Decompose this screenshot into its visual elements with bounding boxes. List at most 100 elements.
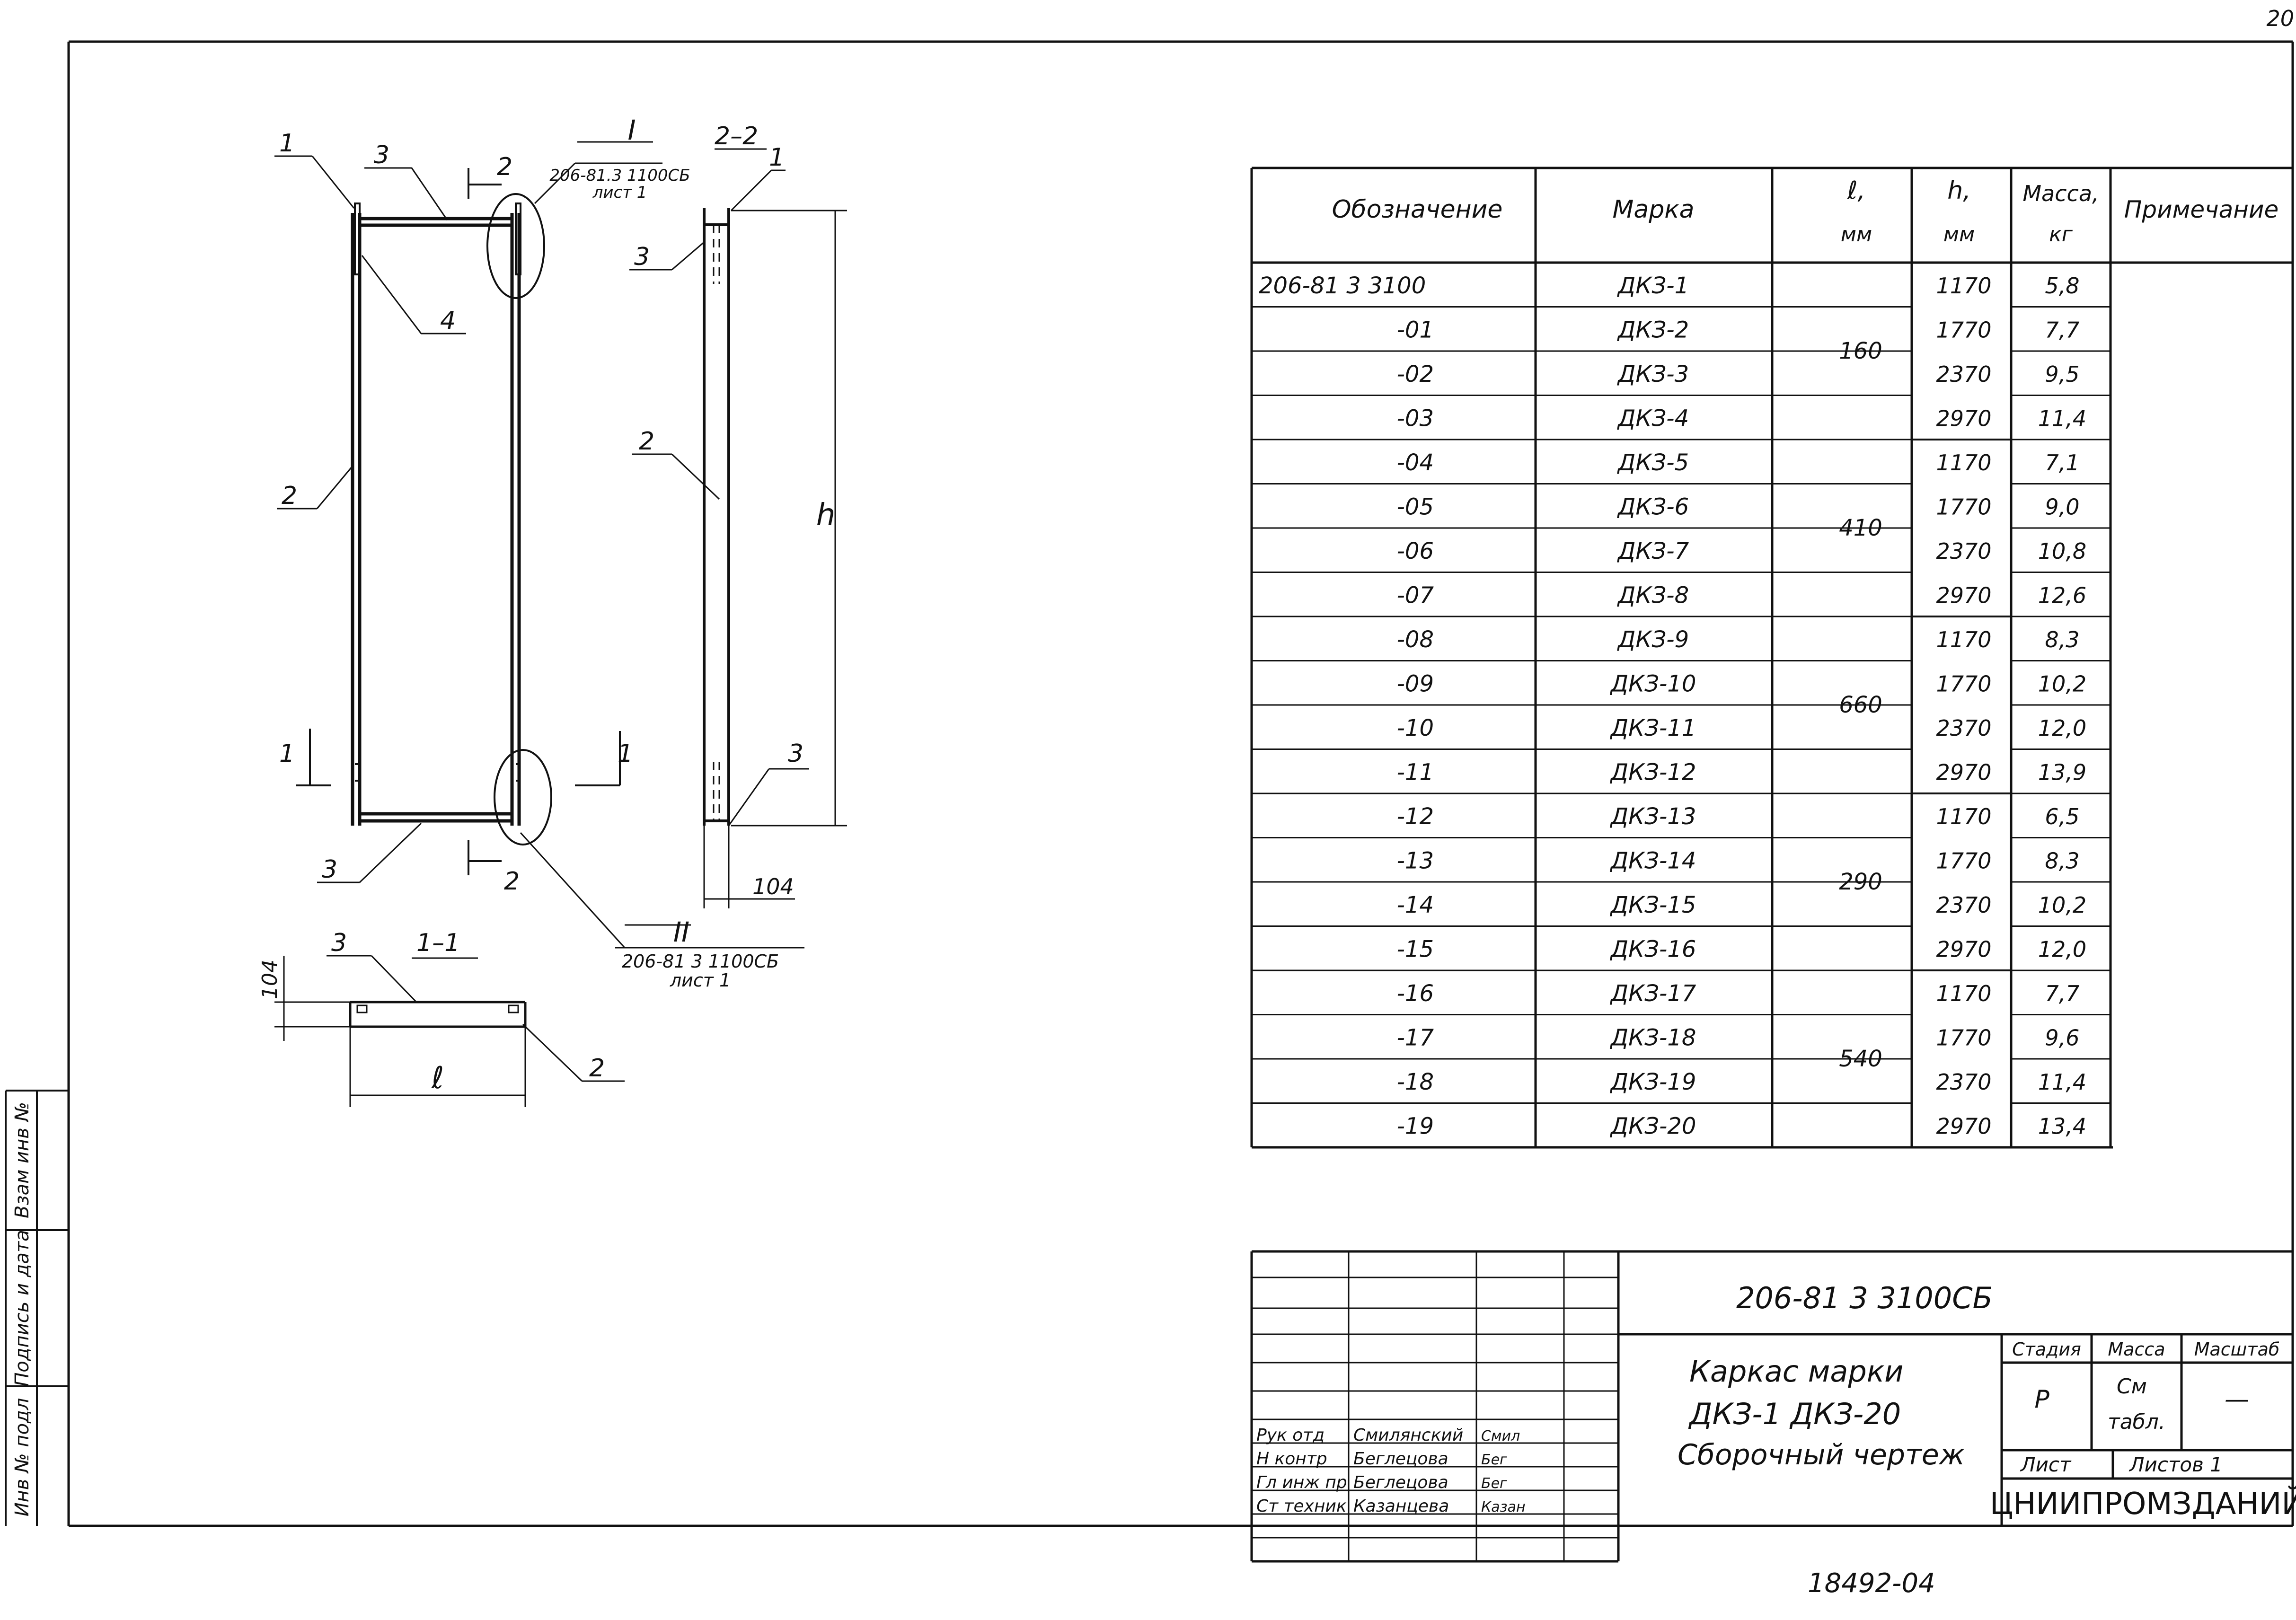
cell-mass: 10,2 — [2038, 892, 2086, 918]
cell-mass: 8,3 — [2045, 627, 2079, 652]
cell-mark: ДКЗ-2 — [1617, 317, 1689, 343]
cell-mark: ДКЗ-10 — [1610, 670, 1696, 697]
bottom-code: 18492-04 — [1808, 1568, 1935, 1599]
title-line-2: ДКЗ-1 ДКЗ-20 — [1688, 1397, 1901, 1431]
signer-signature: Бег — [1481, 1475, 1507, 1492]
cell-designation: -09 — [1397, 670, 1434, 697]
section-2-2-label: 2–2 — [715, 122, 758, 150]
title-block: 206-81 3 3100СБ Каркас марки ДКЗ-1 ДКЗ-2… — [1250, 1250, 2296, 1563]
sheet-number: 20 — [2266, 6, 2294, 31]
cell-h: 1770 — [1936, 671, 1991, 696]
cell-designation: -08 — [1397, 626, 1434, 653]
cell-h: 2370 — [1936, 715, 1991, 741]
title-line-3: Сборочный чертеж — [1678, 1438, 1965, 1471]
cell-designation: -07 — [1397, 582, 1434, 608]
cell-mass: 7,1 — [2045, 450, 2079, 475]
cell-mark: ДКЗ-5 — [1617, 449, 1689, 476]
signer-role: Гл инж пр — [1256, 1473, 1347, 1492]
cell-mark: ДКЗ-19 — [1610, 1069, 1696, 1095]
cell-designation: -03 — [1397, 405, 1434, 431]
cell-designation: -05 — [1397, 493, 1434, 520]
cell-designation: -02 — [1397, 361, 1434, 387]
pos-2-side: 2 — [639, 427, 654, 456]
cell-mark: ДКЗ-12 — [1610, 759, 1696, 785]
cell-mass: 7,7 — [2045, 317, 2079, 343]
th-mass-unit: кг — [2049, 222, 2073, 247]
cell-h: 1770 — [1936, 848, 1991, 873]
th-h: h, — [1947, 176, 1971, 205]
cell-mark: ДКЗ-17 — [1610, 980, 1696, 1007]
cell-designation: -18 — [1397, 1069, 1434, 1095]
cell-mark: ДКЗ-16 — [1610, 936, 1696, 962]
cell-designation: -11 — [1397, 759, 1434, 785]
th-mark: Марка — [1612, 195, 1694, 224]
cell-mark: ДКЗ-18 — [1610, 1024, 1696, 1051]
doc-code: 206-81 3 3100СБ — [1736, 1281, 1993, 1315]
signer-name: Беглецова — [1353, 1473, 1448, 1492]
cell-h: 2970 — [1936, 582, 1991, 608]
pos-3-side-top: 3 — [634, 243, 650, 271]
cell-designation: -10 — [1397, 715, 1434, 741]
cell-h: 2370 — [1936, 361, 1991, 387]
cell-l-group: 540 — [1839, 1046, 1882, 1072]
cell-mark: ДКЗ-6 — [1617, 493, 1689, 520]
detail-ref-bottom-sheet: лист 1 — [670, 970, 731, 991]
cell-designation: -15 — [1397, 936, 1434, 962]
stage-value: Р — [2034, 1385, 2049, 1414]
signer-role: Ст техник — [1256, 1497, 1347, 1516]
pos-2-section: 2 — [589, 1054, 605, 1083]
spec-table: Обозначение Марка ℓ, мм h, мм Масса, кг … — [1250, 167, 2294, 1149]
cell-designation: -01 — [1397, 317, 1434, 343]
cell-designation: -06 — [1397, 538, 1434, 564]
cell-designation: -04 — [1397, 449, 1434, 476]
cell-mark: ДКЗ-11 — [1610, 715, 1696, 741]
detail-circle-bottom — [494, 749, 552, 845]
cell-mass: 10,2 — [2038, 671, 2086, 696]
cell-h: 2370 — [1936, 1069, 1991, 1095]
pos-3-side-bottom: 3 — [788, 740, 804, 768]
cell-h: 2970 — [1936, 1113, 1991, 1139]
dim-h-label: h — [816, 498, 836, 533]
side-stamp-inv: Инв № подл — [11, 1398, 33, 1517]
cell-mass: 12,0 — [2038, 936, 2086, 962]
cell-h: 1170 — [1936, 450, 1991, 475]
scale-label: Масштаб — [2194, 1339, 2280, 1360]
dim-104-section: 104 — [258, 960, 282, 999]
side-stamp: Инв № подл Подпись и дата Взам инв № — [5, 1090, 69, 1526]
organization-name: ЦНИИПРОМЗДАНИЙ — [1990, 1486, 2296, 1522]
cell-designation: -14 — [1397, 892, 1434, 918]
cell-mass: 11,4 — [2038, 405, 2086, 431]
mass-value-1: См — [2117, 1374, 2147, 1399]
cell-mark: ДКЗ-14 — [1610, 847, 1696, 874]
cell-mass: 13,4 — [2038, 1113, 2086, 1139]
cell-designation: -13 — [1397, 847, 1434, 874]
cell-h: 2370 — [1936, 538, 1991, 564]
cell-designation: -12 — [1397, 803, 1434, 830]
detail-ref-top-sheet: лист 1 — [592, 183, 647, 202]
cell-mark: ДКЗ-15 — [1610, 892, 1696, 918]
signer-role: Н контр — [1256, 1449, 1327, 1469]
side-stamp-sign: Подпись и дата — [11, 1230, 33, 1386]
arrow-1-left-label: 1 — [279, 740, 295, 768]
cell-mass: 12,0 — [2038, 715, 2086, 741]
cell-h: 2970 — [1936, 405, 1991, 431]
cell-mark: ДКЗ-13 — [1610, 803, 1696, 830]
cell-h: 1770 — [1936, 1025, 1991, 1050]
signer-role: Рук отд — [1256, 1426, 1325, 1445]
cell-h: 2370 — [1936, 892, 1991, 918]
detail-ref-bottom: 206-81 3 1100СБ — [622, 951, 779, 972]
mass-value-2: табл. — [2108, 1410, 2165, 1434]
sheets-label: Листов 1 — [2128, 1453, 2223, 1476]
frame-side-view — [703, 208, 730, 826]
cell-h: 1770 — [1936, 494, 1991, 519]
cell-h: 2970 — [1936, 759, 1991, 785]
cell-l-group: 290 — [1839, 869, 1882, 895]
side-stamp-replace: Взам инв № — [11, 1102, 33, 1218]
cell-designation: -19 — [1397, 1113, 1434, 1139]
scale-value: — — [2225, 1385, 2249, 1414]
sheet-label: Лист — [2020, 1453, 2072, 1476]
signer-name: Казанцева — [1353, 1497, 1449, 1516]
cell-mass: 7,7 — [2045, 981, 2079, 1006]
cell-mass: 9,0 — [2045, 494, 2079, 519]
